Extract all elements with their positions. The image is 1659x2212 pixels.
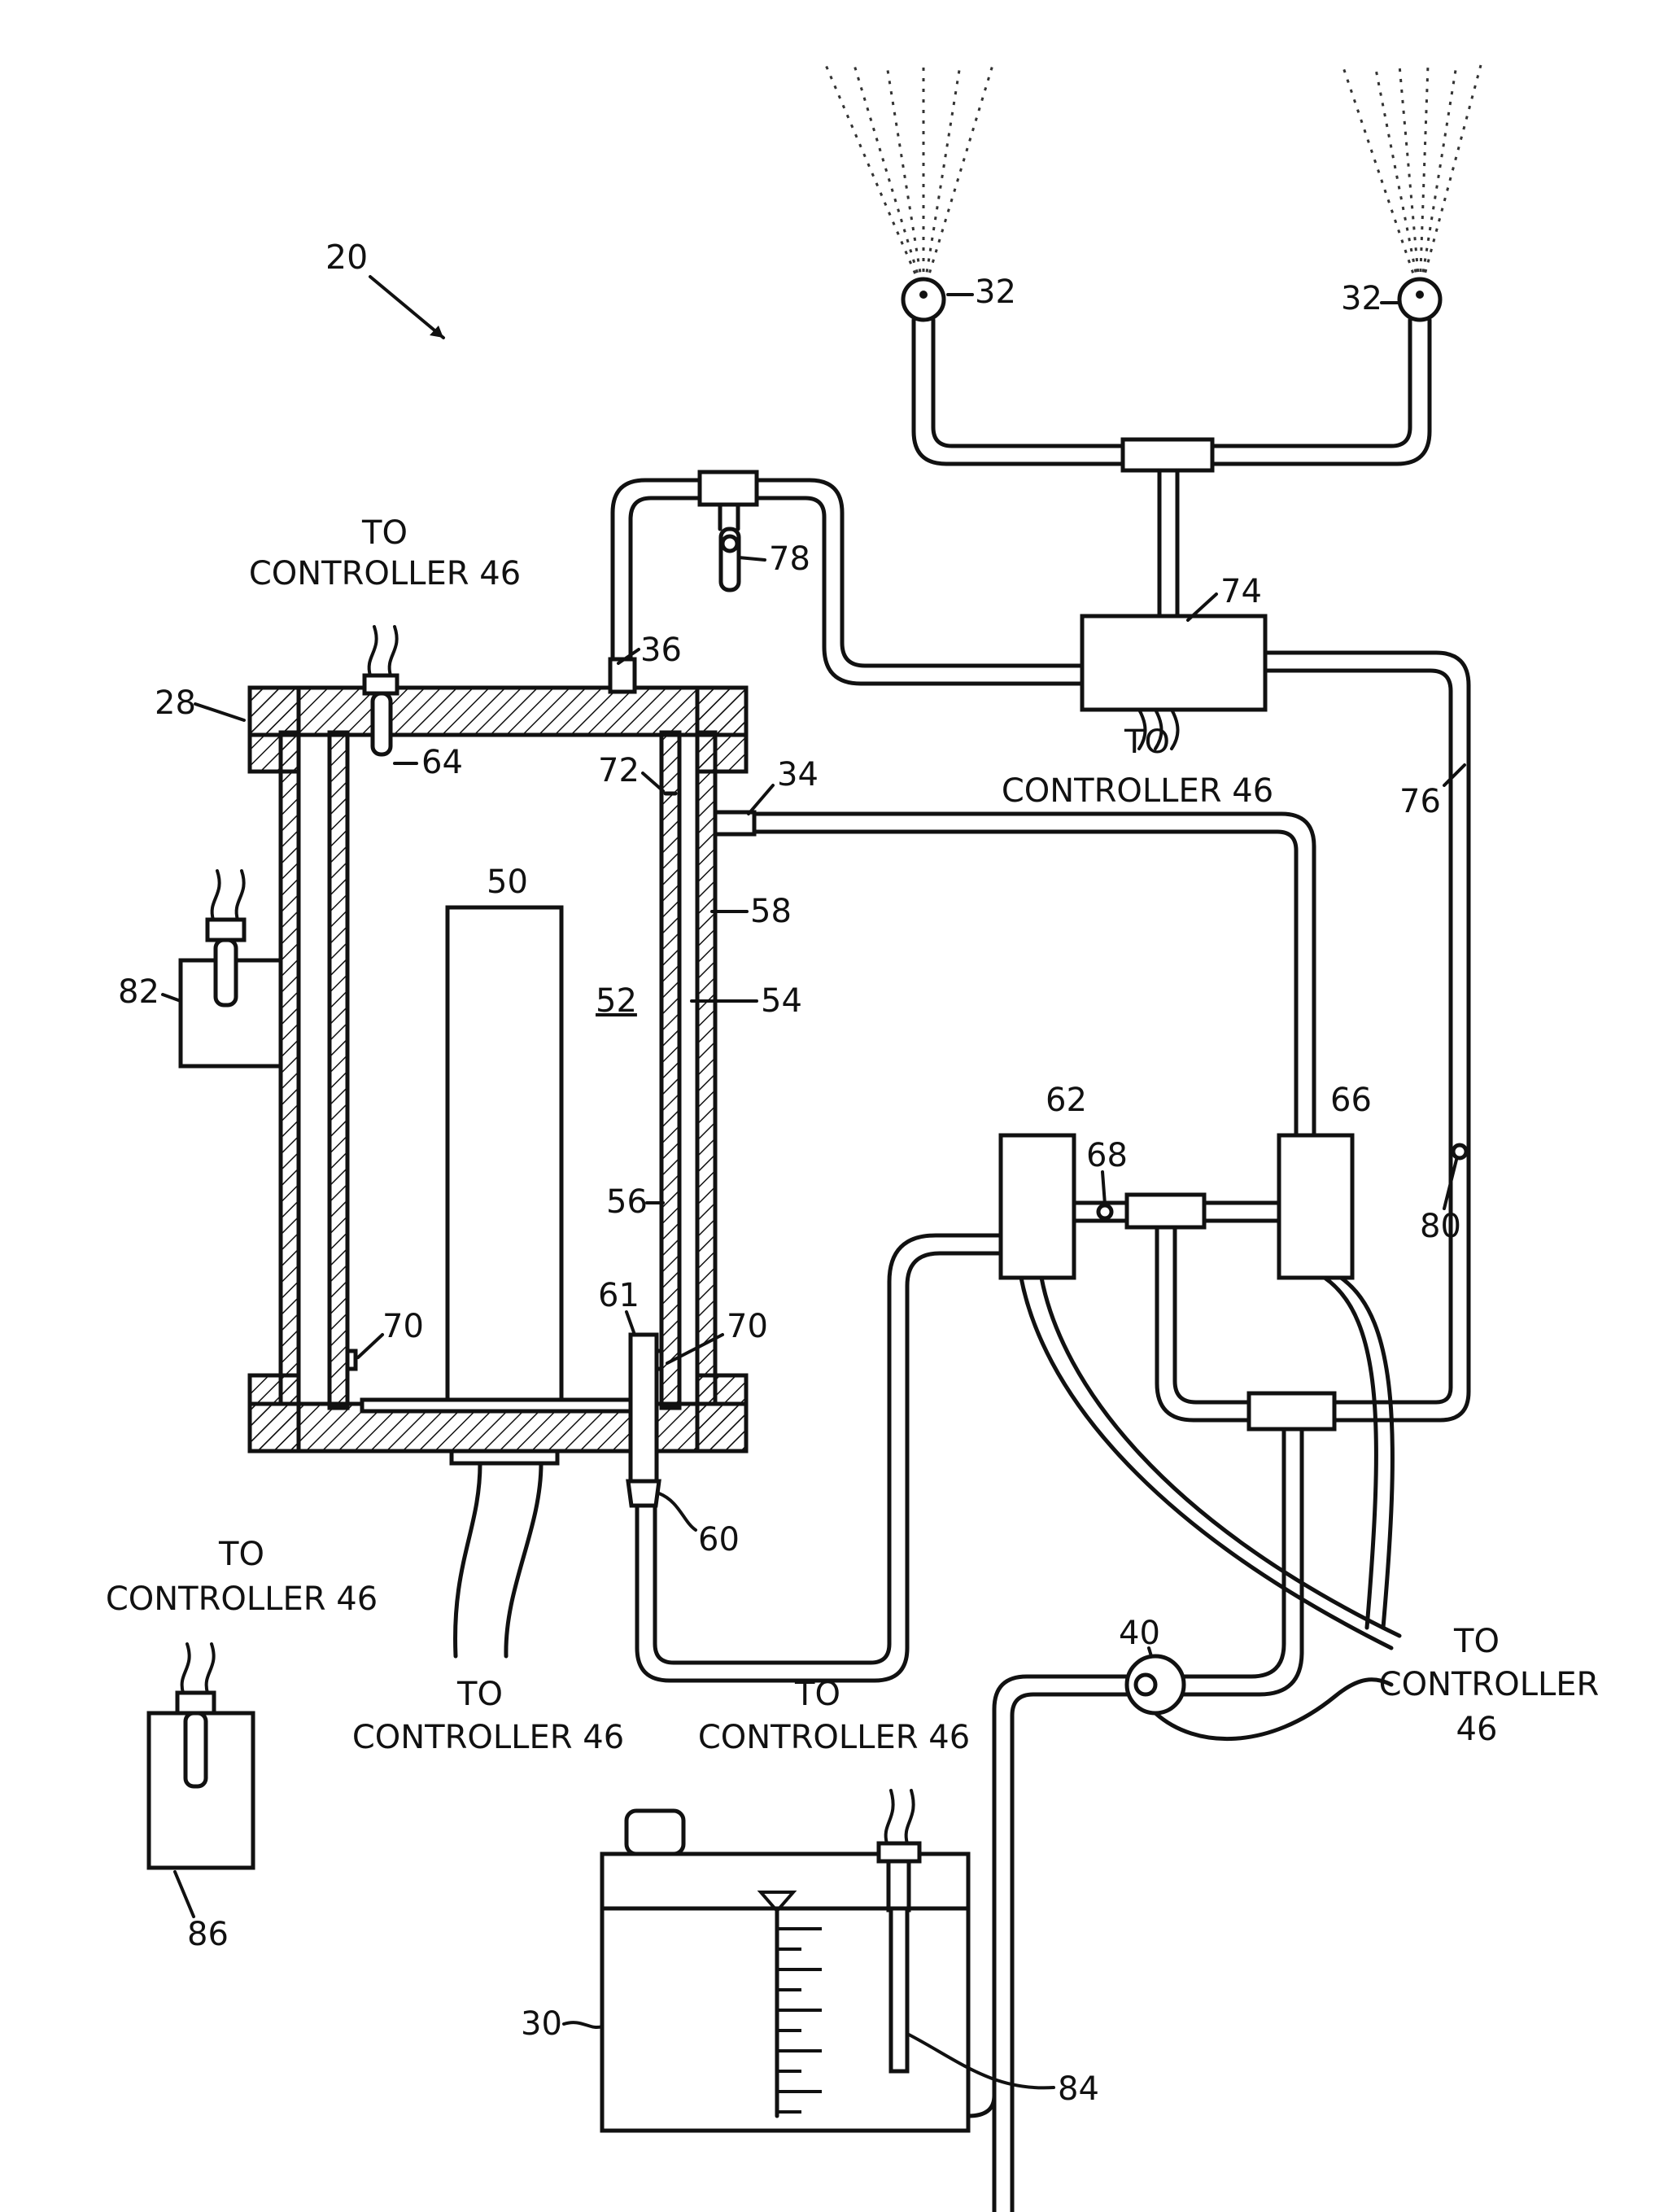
- label-34: 34: [777, 756, 819, 793]
- check-valve-80: [1453, 1145, 1466, 1158]
- sensor-82: [181, 871, 281, 1066]
- tank-housing: [250, 627, 754, 1656]
- label-52: 52: [596, 982, 637, 1020]
- spray-nozzle-right: 32: [1341, 65, 1481, 320]
- label-50: 50: [487, 863, 528, 901]
- valve-66: [1279, 1135, 1392, 1628]
- reservoir-30: [602, 1790, 994, 2131]
- sensor-78: [721, 529, 739, 590]
- label-82: 82: [118, 973, 159, 1011]
- controller-left-line1: TO: [218, 1536, 264, 1573]
- controller-bottom-line1: TO: [456, 1676, 503, 1713]
- controller-right-line3: 46: [1456, 1711, 1498, 1748]
- controller-valve74-line1: TO: [1124, 723, 1170, 761]
- label-72: 72: [598, 752, 640, 789]
- controller-reservoir-line1: TO: [794, 1676, 840, 1713]
- label-66: 66: [1330, 1082, 1372, 1119]
- controller-reservoir-line2: CONTROLLER 46: [698, 1719, 970, 1756]
- label-64: 64: [421, 744, 463, 781]
- label-84: 84: [1058, 2070, 1099, 2108]
- controller-valve74-line2: CONTROLLER 46: [1002, 772, 1273, 810]
- label-78: 78: [769, 540, 810, 578]
- label-68: 68: [1086, 1137, 1128, 1174]
- spray-nozzle-left: 32: [826, 65, 1016, 320]
- label-76: 76: [1399, 783, 1441, 820]
- nozzle-left-label: 32: [975, 273, 1016, 311]
- label-40: 40: [1119, 1615, 1160, 1652]
- controller-top-line1: TO: [361, 514, 408, 552]
- valve-74: [1082, 616, 1265, 749]
- label-62: 62: [1046, 1082, 1087, 1119]
- label-30: 30: [521, 2005, 562, 2043]
- figure-reference: 20: [325, 238, 443, 338]
- label-70-right: 70: [727, 1308, 768, 1345]
- label-70-left: 70: [382, 1308, 424, 1345]
- label-58: 58: [750, 893, 792, 930]
- label-54: 54: [761, 982, 802, 1020]
- controller-top-line2: CONTROLLER 46: [249, 555, 521, 592]
- nozzle-right-label: 32: [1341, 280, 1382, 317]
- label-36: 36: [640, 632, 682, 669]
- label-28: 28: [155, 684, 196, 722]
- label-74: 74: [1220, 573, 1262, 610]
- label-56: 56: [606, 1183, 648, 1221]
- label-86: 86: [187, 1916, 229, 1953]
- check-valve-68: [1098, 1205, 1111, 1218]
- label-61: 61: [598, 1277, 640, 1314]
- label-60: 60: [698, 1521, 740, 1558]
- label-80: 80: [1420, 1208, 1461, 1245]
- sensor-86: [149, 1644, 253, 1868]
- controller-right-line2: CONTROLLER: [1379, 1666, 1600, 1703]
- pump-40: [1127, 1656, 1391, 1739]
- controller-left-line2: CONTROLLER 46: [106, 1580, 378, 1618]
- figure-number-label: 20: [325, 238, 368, 277]
- controller-bottom-line2: CONTROLLER 46: [352, 1719, 624, 1756]
- controller-right-line1: TO: [1453, 1623, 1500, 1660]
